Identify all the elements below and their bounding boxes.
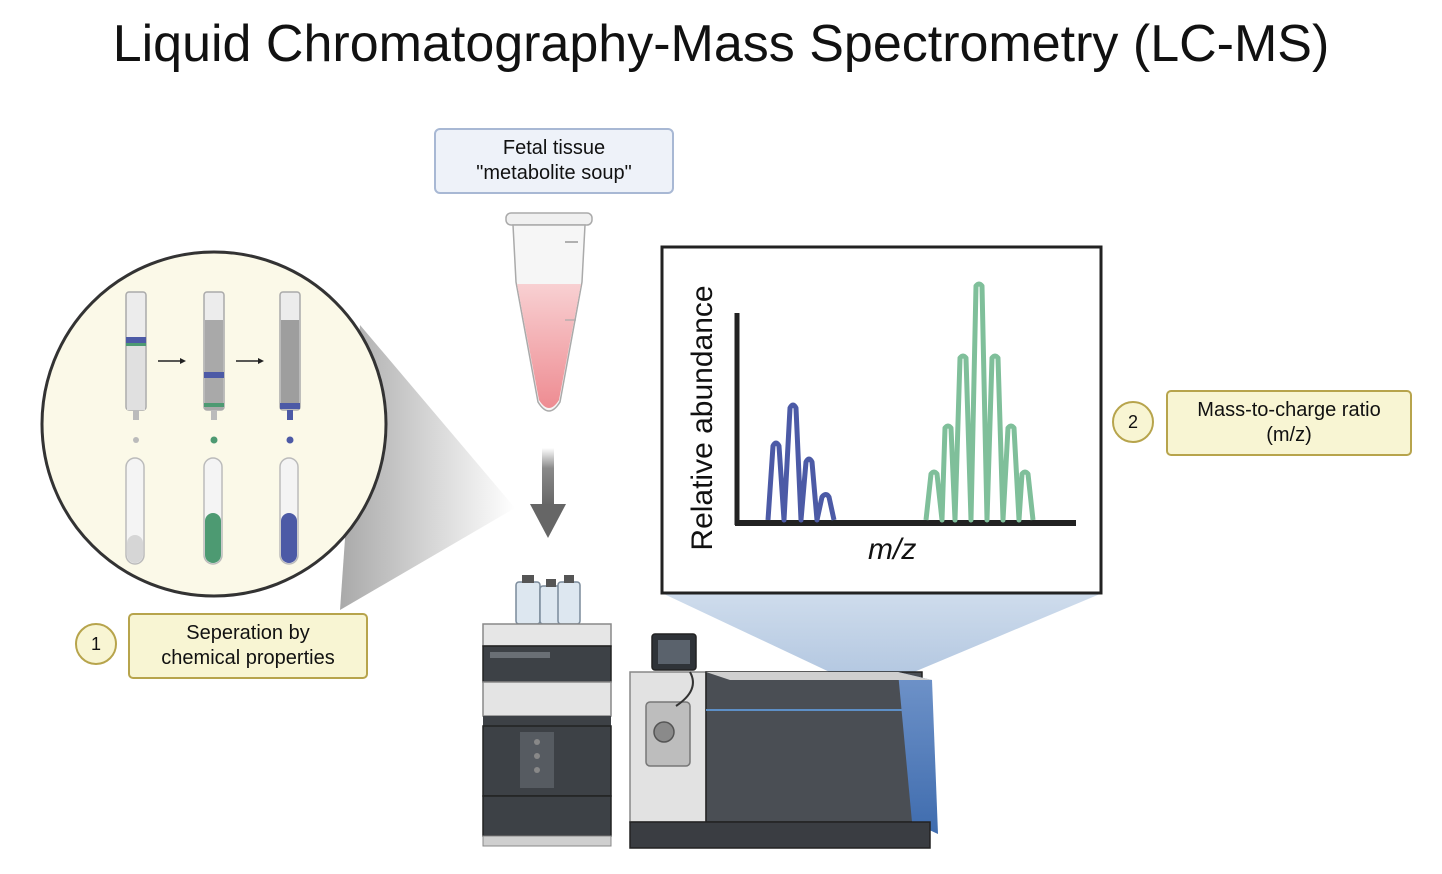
page-title: Liquid Chromatography-Mass Spectrometry … — [112, 15, 1330, 73]
step-1-line1: Seperation by — [186, 622, 310, 644]
spectrum-x-axis-label: m/z — [868, 533, 917, 566]
spectrum-projection — [664, 594, 1100, 684]
sample-label-line1: Fetal tissue — [502, 137, 606, 159]
spectrum-y-axis-label: Relative abundance — [686, 285, 719, 551]
step-2-line2: (m/z) — [1266, 424, 1312, 446]
high-mass-peaks — [923, 281, 1036, 523]
step-2-number: 2 — [1112, 401, 1154, 443]
low-mass-peaks — [765, 402, 837, 523]
column-1 — [125, 291, 147, 565]
spectrum-panel — [660, 245, 1103, 595]
small-arrow-2 — [236, 358, 264, 364]
step-1-number: 1 — [75, 623, 117, 665]
small-arrow-1 — [158, 358, 186, 364]
column-3 — [279, 291, 301, 565]
step-1-callout: Seperation by chemical properties — [128, 613, 368, 679]
mass-spectrometer — [629, 633, 938, 849]
sample-label-line2: "metabolite soup" — [476, 162, 632, 184]
step-2-callout: Mass-to-charge ratio (m/z) — [1166, 390, 1412, 456]
separation-inset — [40, 250, 388, 598]
step-1-line2: chemical properties — [161, 647, 335, 669]
hplc-instrument — [482, 575, 612, 847]
column-2 — [203, 291, 225, 565]
step-2-line1: Mass-to-charge ratio — [1197, 399, 1381, 421]
flow-arrow — [530, 448, 566, 538]
sample-tube — [505, 212, 593, 412]
sample-label: Fetal tissue "metabolite soup" — [434, 128, 674, 194]
